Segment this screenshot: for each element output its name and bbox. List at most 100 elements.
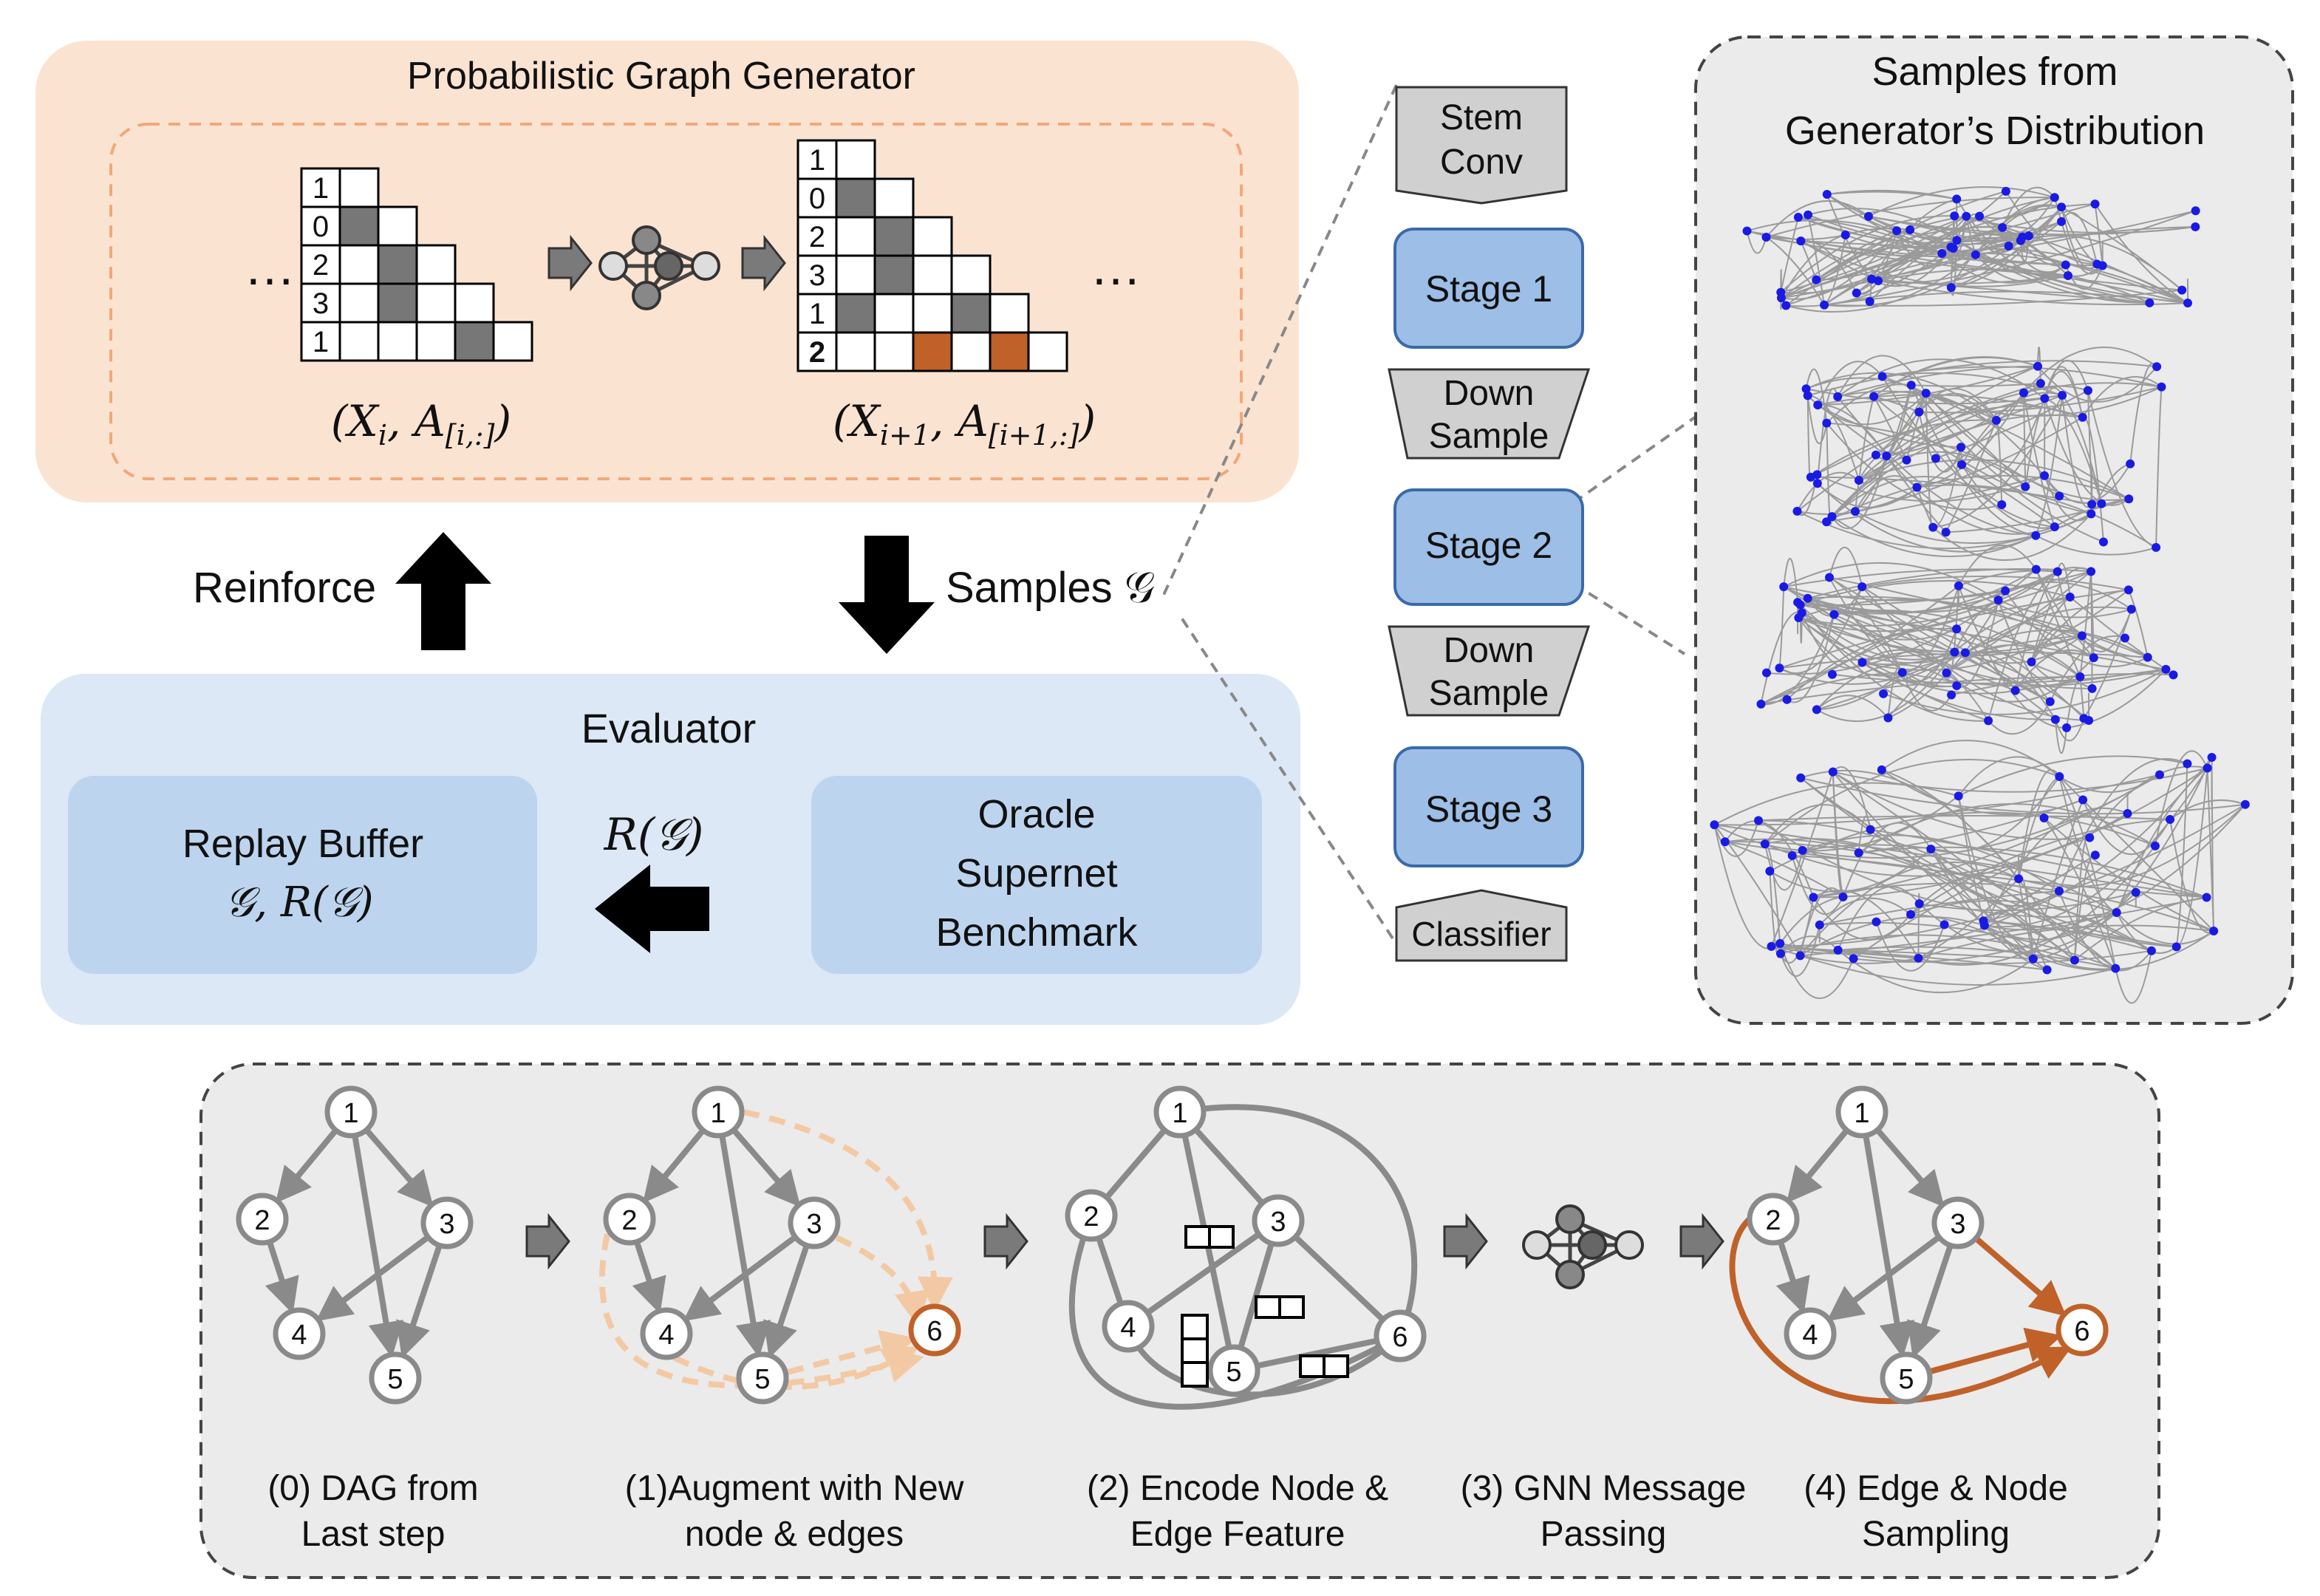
stem-line1: Stem (1440, 98, 1523, 137)
sample-edge (1761, 672, 1903, 705)
step-0-line2: Last step (301, 1515, 446, 1554)
sample-edge (1982, 910, 2048, 970)
sample-node (2010, 686, 2020, 695)
sample-edge (1798, 617, 2055, 720)
sample-node (1877, 765, 1886, 774)
sample-node (1872, 917, 1881, 927)
dag-edge (719, 1136, 771, 1358)
dag-node (236, 1193, 289, 1246)
reward-label: R(𝒢) (604, 809, 704, 861)
classifier-block (1395, 889, 1568, 962)
dag-edge (352, 1136, 404, 1358)
sample-node (1803, 391, 1812, 400)
sample-node (1931, 454, 1940, 463)
dag-edge (1729, 1217, 2072, 1405)
sample-edge (1930, 848, 2047, 971)
sample-edge (1826, 194, 1872, 280)
sample-node (2063, 270, 2072, 280)
sample-node (2042, 965, 2052, 975)
sample-edge (1882, 372, 2063, 396)
sample-node (1787, 850, 1797, 860)
sample-edge (1724, 820, 1815, 898)
sample-edge (2070, 596, 2166, 670)
reinforce-arrow (395, 532, 491, 650)
sample-edge (1714, 774, 2160, 826)
sample-edge (2005, 191, 2098, 265)
sample-edge (2036, 347, 2041, 383)
sample-edge (2169, 819, 2214, 934)
sample-node (1852, 288, 1861, 298)
sample-node (1829, 610, 1839, 619)
zoom-line (1162, 84, 1398, 596)
matrix-cell (377, 244, 418, 285)
dag-node-label: 6 (2074, 1316, 2089, 1347)
dag-node-label: 1 (343, 1098, 358, 1129)
sample-edge (1779, 651, 1955, 685)
dag-node (1252, 1194, 1305, 1247)
matrix-cell (454, 282, 495, 324)
sample-edge (1858, 799, 2084, 854)
sample-node (1854, 476, 1863, 485)
sample-node (2085, 833, 2095, 842)
sample-edge (1837, 355, 1927, 398)
matrix-node-label: 2 (313, 249, 329, 282)
matrix-node-label: 0 (809, 183, 825, 215)
sample-node (2045, 697, 2055, 706)
dag-edge (1863, 1136, 1915, 1358)
sample-edge (1800, 955, 2116, 986)
sample-edge (1816, 387, 1839, 484)
sample-edge (2155, 386, 2163, 548)
sample-node (2090, 850, 2100, 860)
sample-edge (1780, 216, 1799, 293)
sample-node (2058, 391, 2067, 400)
sample-node (2036, 378, 2045, 388)
generator-title: Probabilistic Graph Generator (407, 55, 915, 98)
sample-edge (1713, 782, 1959, 826)
sample-edge (1837, 396, 2036, 536)
sample-edge (1909, 216, 1968, 239)
sample-node (2126, 604, 2136, 614)
sample-node (2177, 285, 2187, 295)
reward-arrow (595, 864, 709, 953)
stage-1-block (1393, 228, 1584, 349)
sample-node (1827, 512, 1837, 522)
sample-edge (1886, 455, 1947, 533)
sample-node (2131, 887, 2140, 897)
sample-edge (1931, 776, 2061, 853)
sample-edge (1871, 198, 1957, 280)
sample-edge (1858, 459, 2129, 500)
sample-node (1997, 499, 2007, 509)
sample-edge (1824, 289, 2183, 307)
sample-edge (2127, 590, 2149, 658)
sample-node (1902, 455, 1911, 465)
sample-edge (1873, 356, 2038, 398)
sample-edge (1801, 612, 1863, 669)
sample-edge (1766, 197, 2055, 238)
sample-node (2031, 531, 2041, 540)
sample-edge (1807, 360, 2157, 397)
sample-edge (1826, 189, 1957, 200)
sample-edge (2094, 203, 2188, 304)
sample-node (2055, 491, 2064, 501)
sample-edge (1983, 920, 2177, 948)
sample-node (1950, 647, 1959, 657)
sample-node (2070, 955, 2079, 965)
dag-edge (1069, 1214, 1402, 1410)
samples-title-line1: Samples from (1872, 50, 2118, 94)
sample-edge (1826, 398, 2045, 522)
dag-edge (732, 1129, 801, 1207)
sample-node (1914, 953, 1923, 963)
sample-edge (2090, 571, 2093, 689)
step-4-line2: Sampling (1862, 1515, 2010, 1554)
sample-node (2056, 216, 2066, 226)
sample-node (1921, 389, 1931, 398)
down-sample-block-2 (1388, 625, 1591, 717)
sample-edge (1861, 586, 2051, 703)
sample-node (1892, 226, 1902, 236)
matrix-cell (950, 254, 992, 296)
sample-node (1806, 472, 1815, 482)
sample-node (1782, 695, 1792, 704)
sample-node (2001, 586, 2010, 596)
